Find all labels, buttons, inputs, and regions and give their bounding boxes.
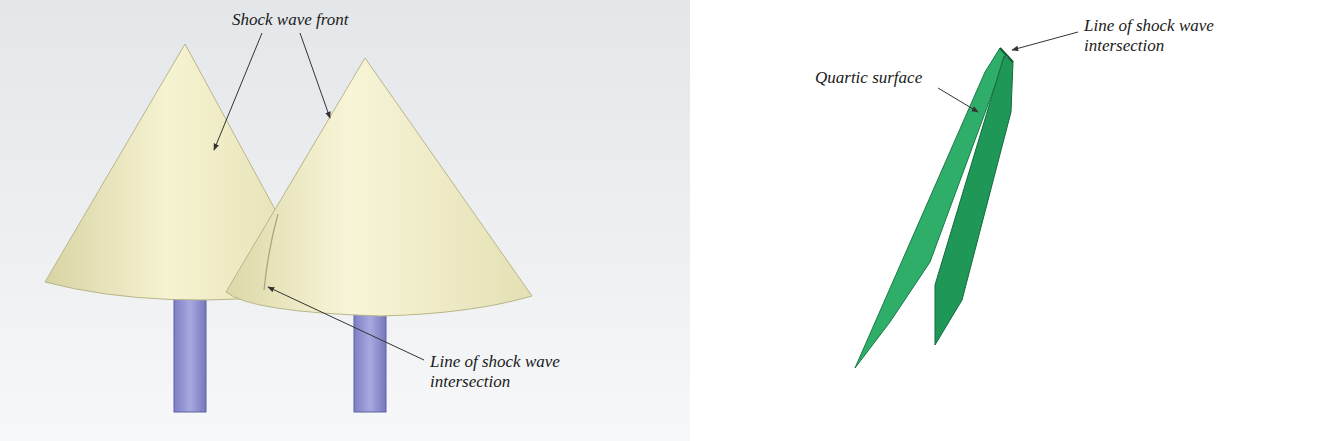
leader-line [268,287,424,360]
intersection-label: Line of shock wave intersection [430,352,600,392]
quartic-surface-sheet [935,56,1013,345]
intersection-label: Line of shock wave intersection [1084,16,1254,56]
right-cylinder [354,300,386,412]
right-shock-cone [226,58,532,316]
left-cylinder [174,290,206,412]
intersection-line [1000,48,1013,62]
surface-label: Quartic surface [815,68,955,88]
shock-front-label: Shock wave front [232,10,392,30]
intersection-line [264,214,278,290]
left-panel-ground [0,0,690,441]
leader-line [1012,32,1078,50]
leader-line [938,88,978,112]
leader-line [214,33,262,150]
leader-line [300,33,330,118]
